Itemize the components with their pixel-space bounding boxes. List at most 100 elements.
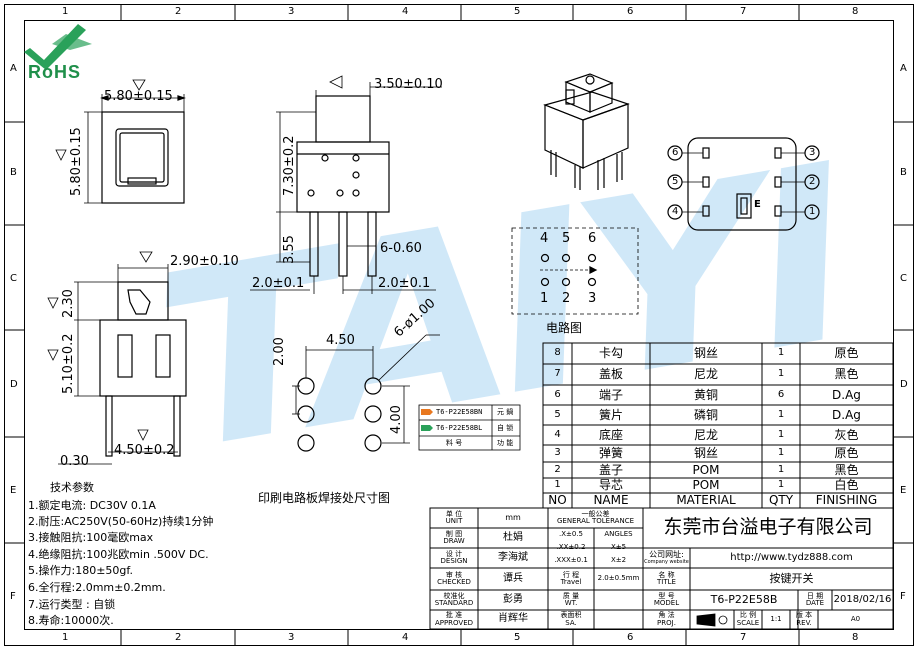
bom-cell: 磷铜 <box>693 407 718 422</box>
circuit-number: 6 <box>588 231 597 246</box>
tb-name-value: 按键开关 <box>769 572 814 586</box>
tech-line: 6.全行程:2.0mm±0.2mm. <box>28 581 166 594</box>
tb-approved-value: 肖辉华 <box>498 613 528 625</box>
dim-front-body: 7.30±0.2 <box>282 135 297 196</box>
dim-pcb-pitch-x: 4.50 <box>326 333 355 348</box>
row-label: E <box>900 485 907 496</box>
circuit-number: 3 <box>588 291 597 306</box>
bom-cell: 黑色 <box>834 367 859 382</box>
dim-front-pin: 3.55 <box>282 235 297 264</box>
tb-travel-value: 2.0±0.5mm <box>597 574 640 583</box>
bom-header: MATERIAL <box>676 493 736 508</box>
bom-cell: 1 <box>777 447 785 459</box>
tb-tol-cell: .XXX±0.1 <box>554 556 588 565</box>
legend-part: T6-P22E58BN <box>436 408 483 416</box>
tb-tol-cell: .X±0.5 <box>558 529 584 538</box>
bom-header: QTY <box>768 493 794 508</box>
dim-front-pitch-left: 2.0±0.1 <box>252 276 305 291</box>
column-label: 8 <box>852 6 859 17</box>
dim-front-pitch-right: 2.0±0.1 <box>378 276 431 291</box>
tb-website-label: 公司网址:Company website <box>644 550 689 565</box>
tb-standard-value: 彭勇 <box>503 593 523 605</box>
bom-cell: 底座 <box>598 427 623 442</box>
bom-cell: POM <box>692 478 720 493</box>
bom-cell: 导芯 <box>598 478 623 493</box>
bom-cell: 2 <box>554 463 561 475</box>
column-label: 1 <box>62 6 69 17</box>
bom-cell: 5 <box>554 408 561 420</box>
tech-line: 7.运行类型 : 自锁 <box>28 598 116 611</box>
row-label: D <box>10 379 18 390</box>
bom-cell: 钢丝 <box>693 446 718 461</box>
dim-pcb-pitch-y: 2.00 <box>272 337 287 366</box>
column-label: 5 <box>514 632 521 643</box>
bom-cell: 3 <box>554 447 561 459</box>
circuit-number: 4 <box>540 231 549 246</box>
tb-tol-cell: X±5 <box>610 542 627 551</box>
column-label: 8 <box>852 632 859 643</box>
company-website[interactable]: http://www.tydz888.com <box>730 551 853 563</box>
bom-cell: 端子 <box>598 387 623 402</box>
dim-pcb-row: 4.00 <box>389 405 404 434</box>
column-label: 5 <box>514 6 521 17</box>
dim-top-height: 5.80±0.15 <box>69 127 84 196</box>
column-label: 3 <box>288 632 295 643</box>
circuit-number: 5 <box>562 231 571 246</box>
bom-cell: 盖子 <box>598 462 623 477</box>
row-label: B <box>10 167 17 178</box>
dim-front-top: 3.50±0.10 <box>374 77 443 92</box>
bom-cell: 1 <box>554 479 561 491</box>
bom-cell: 1 <box>777 408 785 420</box>
column-label: 7 <box>740 6 747 17</box>
dim-top-width: 5.80±0.15 <box>104 89 173 104</box>
bom-header: NAME <box>593 493 629 508</box>
bom-cell: 1 <box>777 479 785 491</box>
pin-number: 4 <box>672 206 679 217</box>
bom-cell: 黑色 <box>834 462 859 477</box>
tech-title: 技术参数 <box>50 481 94 494</box>
pcb-caption: 印刷电路板焊接处尺寸图 <box>258 491 391 505</box>
column-label: 4 <box>402 6 409 17</box>
bom-cell: 钢丝 <box>693 346 718 361</box>
legend-header: 功 能 <box>497 439 514 447</box>
bom-cell: 盖板 <box>598 367 623 382</box>
row-label: C <box>900 273 907 284</box>
tb-scale-value: 1:1 <box>770 614 782 623</box>
circuit-number: 1 <box>540 291 549 306</box>
bom-cell: 6 <box>554 388 561 400</box>
tech-line: 3.接触阻抗:100毫欧max <box>28 531 154 544</box>
pinout-mark: E <box>754 199 761 210</box>
column-label: 2 <box>175 6 182 17</box>
bom-cell: 1 <box>777 463 785 475</box>
dim-side-body: 5.10±0.2 <box>61 333 76 394</box>
bom-header: NO <box>548 493 567 508</box>
bom-cell: 尼龙 <box>693 367 718 382</box>
dim-side-cap: 2.30 <box>61 289 76 318</box>
circuit-title: 电路图 <box>546 321 583 335</box>
pin-number: 1 <box>809 206 816 217</box>
bom-cell: 尼龙 <box>693 427 718 442</box>
column-label: 7 <box>740 632 747 643</box>
column-label: 2 <box>175 632 182 643</box>
bom-cell: D.Ag <box>832 387 861 402</box>
rohs-logo: RoHS <box>28 62 81 82</box>
legend-function: 自 锁 <box>497 424 514 432</box>
dim-side-bottom: 4.50±0.2 <box>114 443 175 458</box>
bom-cell: 4 <box>554 428 561 440</box>
tech-line: 4.绝缘阻抗:100兆欧min .500V DC. <box>28 548 209 561</box>
tb-tol-cell: ANGLES <box>604 529 633 538</box>
tb-draw-value: 杜娟 <box>503 531 523 543</box>
row-label: A <box>900 63 907 74</box>
bom-cell: 原色 <box>834 446 859 461</box>
legend-part: T6-P22E58BL <box>436 424 483 432</box>
